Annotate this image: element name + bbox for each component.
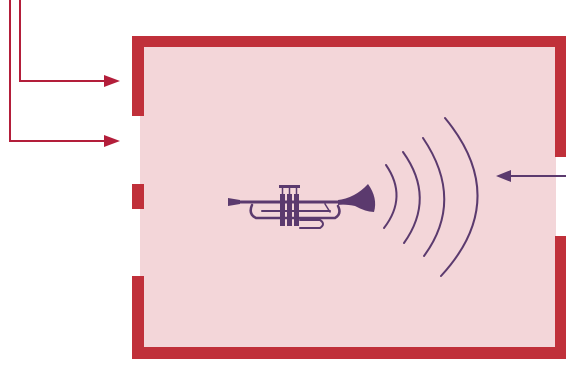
trumpet-valve-3 [294, 194, 299, 226]
wall-bottom [132, 347, 566, 359]
wall-right-lower [555, 236, 566, 359]
inbound-arrow-lower-head [104, 135, 120, 147]
trumpet-valve-cap-2 [286, 185, 293, 188]
room-interior [140, 44, 556, 349]
wall-right-upper [555, 36, 566, 157]
wall-left-upper [132, 36, 144, 116]
trumpet-valve-2 [287, 194, 292, 226]
inbound-arrow-upper-head [104, 75, 120, 87]
trumpet-valve-cap-1 [279, 185, 286, 188]
trumpet-valve-1 [280, 194, 285, 226]
inbound-arrows [10, 0, 120, 147]
wall-top [132, 36, 566, 47]
wall-left-middle [132, 184, 144, 209]
inbound-arrow-lower [10, 0, 112, 141]
inbound-arrow-upper [20, 0, 112, 81]
wall-left-lower [132, 276, 144, 359]
trumpet-valve-cap-3 [293, 185, 300, 188]
